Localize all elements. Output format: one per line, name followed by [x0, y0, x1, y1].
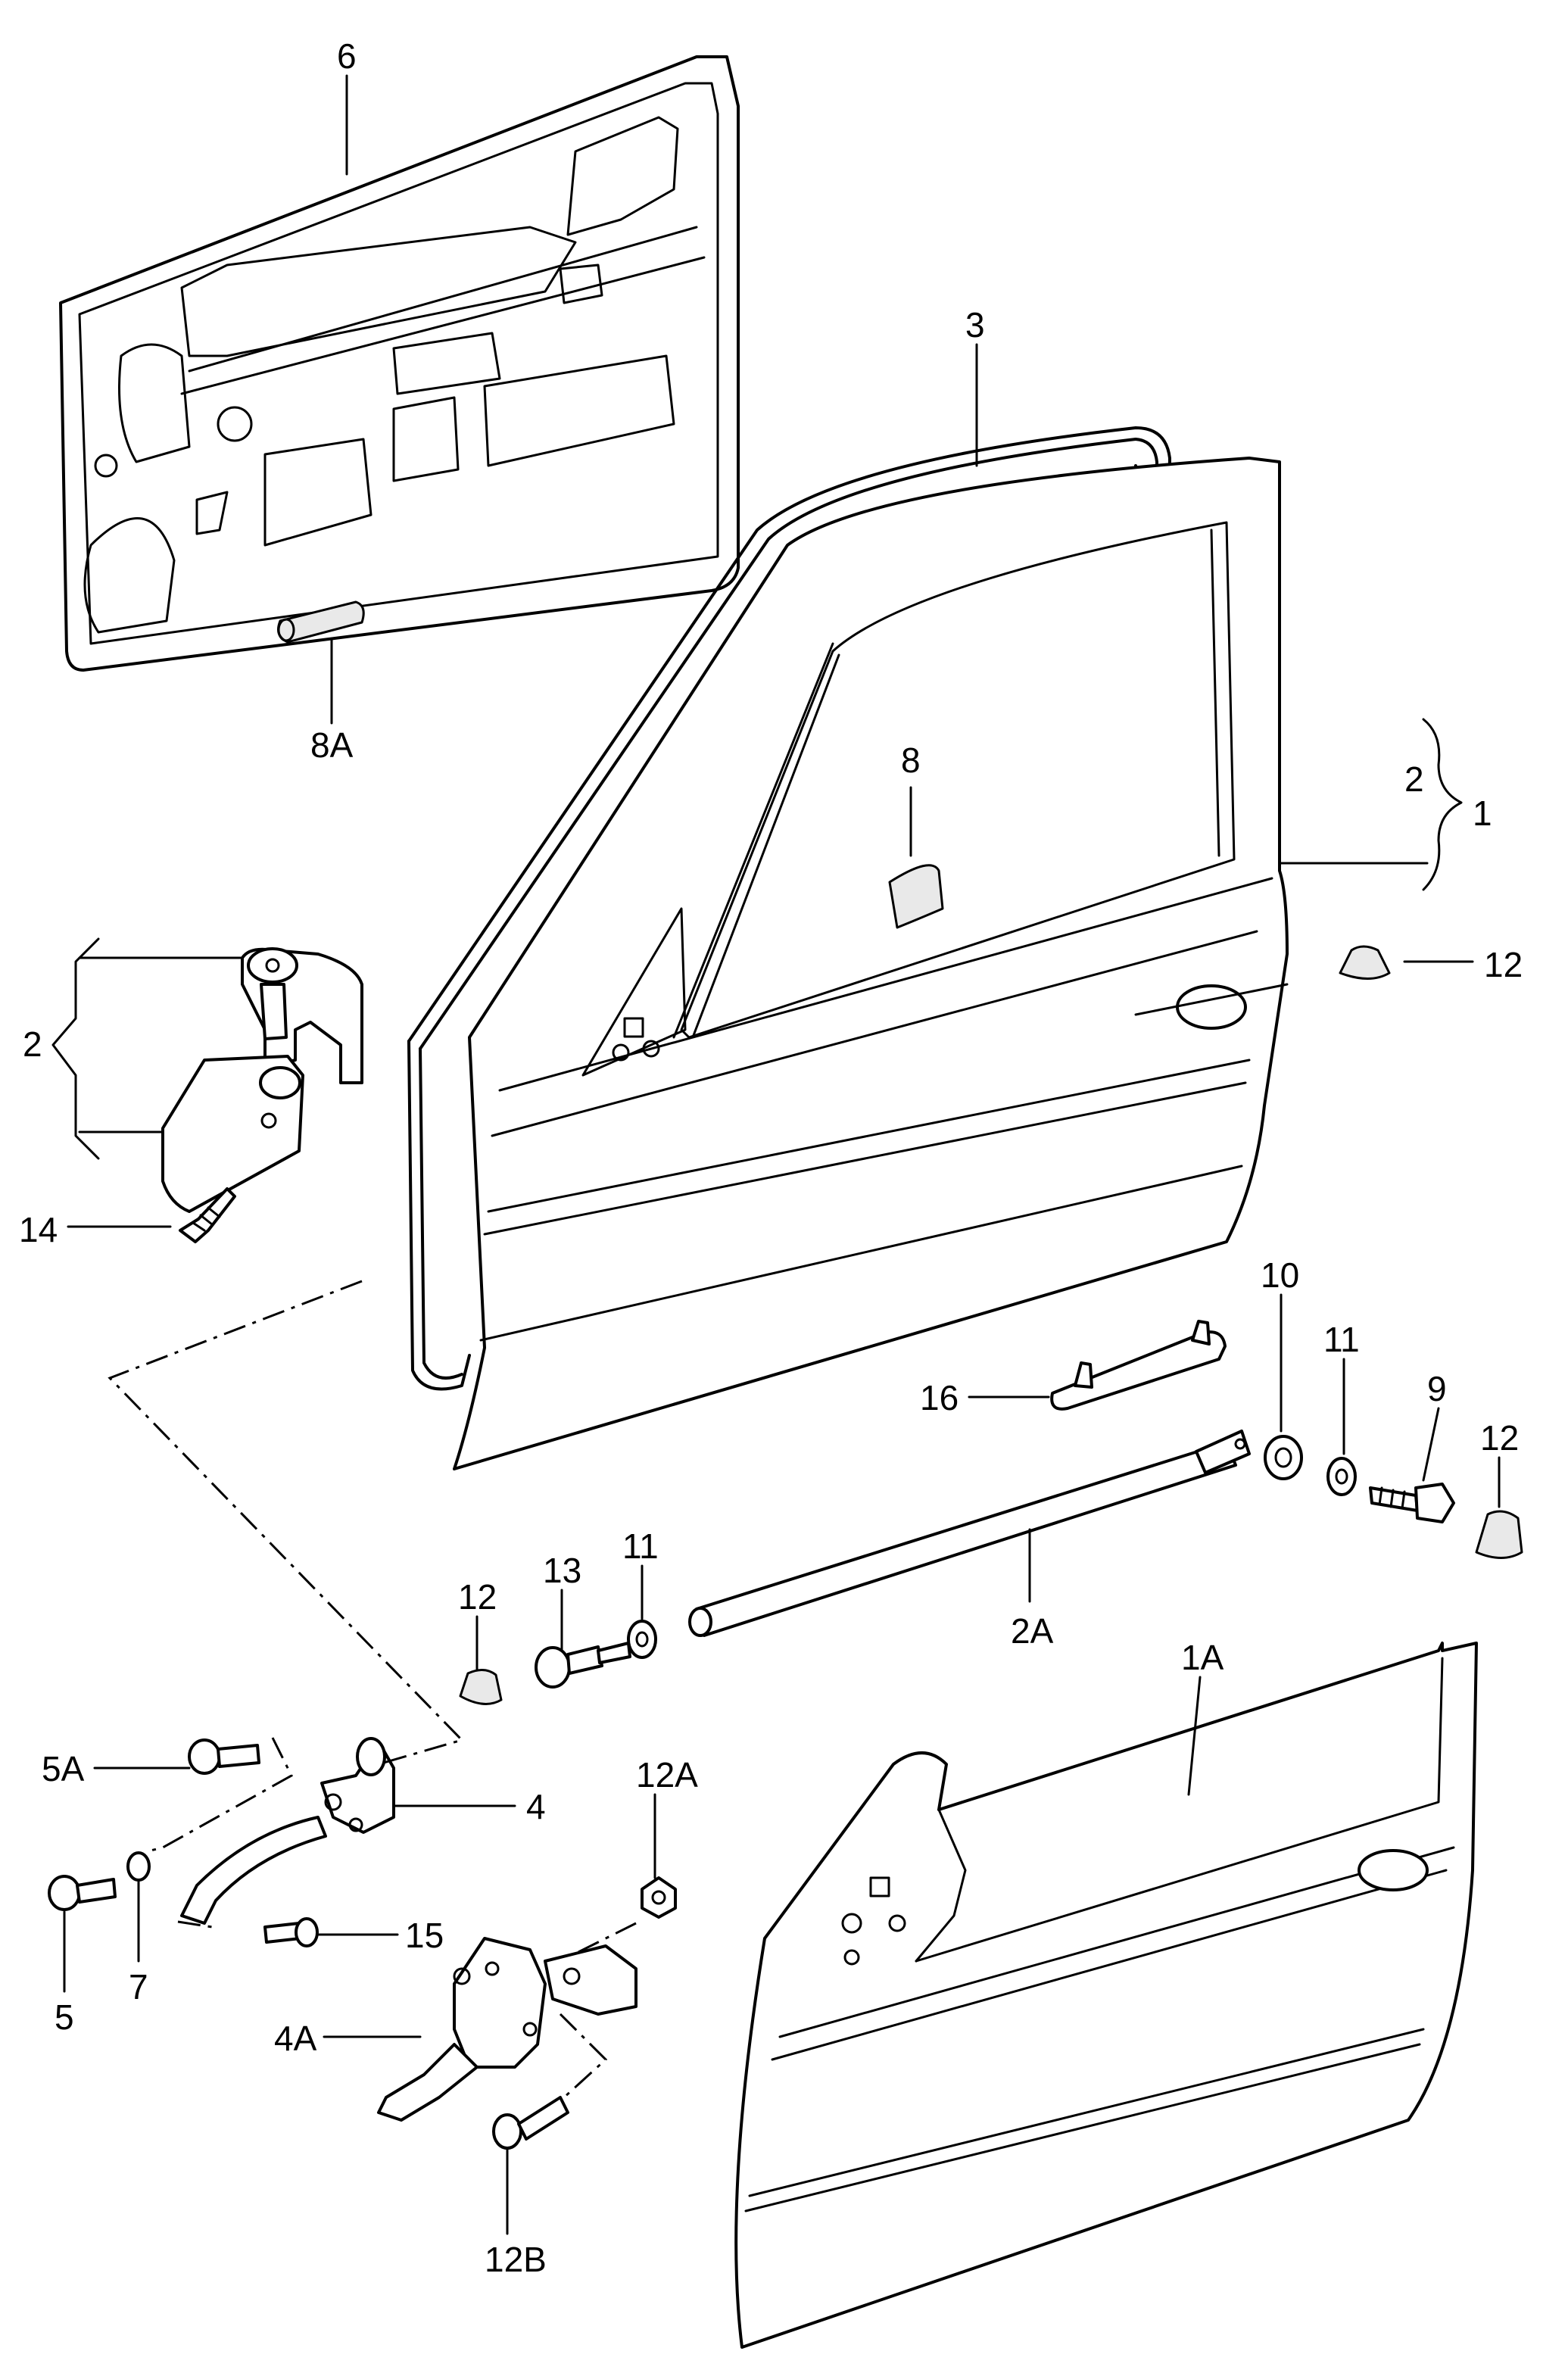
label-12-right: 12 [1480, 1418, 1519, 1458]
washer-11a [1326, 1457, 1357, 1496]
label-2a: 2A [1011, 1611, 1054, 1651]
label-1: 1 [1473, 794, 1492, 833]
label-15: 15 [405, 1916, 444, 1955]
label-9: 9 [1427, 1369, 1447, 1408]
label-4a: 4A [274, 2019, 317, 2058]
bolt-15 [263, 1917, 319, 1947]
hinge-lower [161, 1055, 304, 1213]
label-11-right: 11 [1323, 1320, 1360, 1359]
buffer-12b [1475, 1510, 1523, 1559]
label-2-left: 2 [23, 1024, 42, 1064]
label-12-left: 12 [458, 1577, 497, 1617]
washer-11b [627, 1620, 657, 1659]
label-3: 3 [965, 305, 985, 345]
outer-door-skin-1a [734, 1642, 1478, 2349]
label-13: 13 [543, 1551, 581, 1590]
bolt-13 [535, 1642, 631, 1689]
washer-10 [1264, 1435, 1303, 1480]
label-8: 8 [901, 741, 921, 780]
label-2-right: 2 [1404, 759, 1424, 799]
bolt-5a [188, 1738, 260, 1775]
buffer-12c [459, 1669, 503, 1705]
hinge-upper [241, 947, 363, 1084]
bracket-16 [1050, 1320, 1227, 1411]
callout-labels: 6 3 8A 8 2 1 12 2 14 10 11 9 12 16 12 13… [19, 36, 1523, 2279]
pad-8a [277, 600, 365, 644]
label-7: 7 [129, 1967, 148, 2007]
label-11-left: 11 [622, 1526, 659, 1566]
door-check-4 [180, 1737, 395, 1925]
label-8a: 8A [310, 725, 354, 765]
label-12-upper: 12 [1484, 945, 1523, 984]
leader-lines [51, 74, 1501, 2235]
nut-12a [641, 1876, 677, 1919]
bolt-14 [179, 1187, 236, 1243]
label-16: 16 [920, 1378, 959, 1417]
label-6: 6 [337, 36, 357, 76]
hinge-4a [377, 1937, 637, 2122]
inner-door-panel [59, 55, 740, 672]
window-guide-8 [888, 864, 944, 929]
dash-dot-lines [108, 1280, 637, 2099]
front-door-shell [453, 457, 1289, 1470]
bolt-9 [1369, 1483, 1455, 1523]
check-rod-2a [688, 1430, 1251, 1637]
label-10: 10 [1261, 1255, 1299, 1295]
label-14: 14 [19, 1210, 58, 1249]
label-1a: 1A [1181, 1638, 1224, 1677]
buffer-12a [1339, 945, 1391, 980]
label-12b: 12B [485, 2240, 547, 2279]
bolt-5 [48, 1875, 117, 1911]
label-4: 4 [526, 1787, 546, 1826]
label-12a: 12A [636, 1755, 698, 1795]
label-5: 5 [55, 1997, 74, 2037]
washer-7 [126, 1851, 151, 1882]
bolt-12b [492, 2096, 569, 2150]
label-5a: 5A [42, 1749, 85, 1788]
